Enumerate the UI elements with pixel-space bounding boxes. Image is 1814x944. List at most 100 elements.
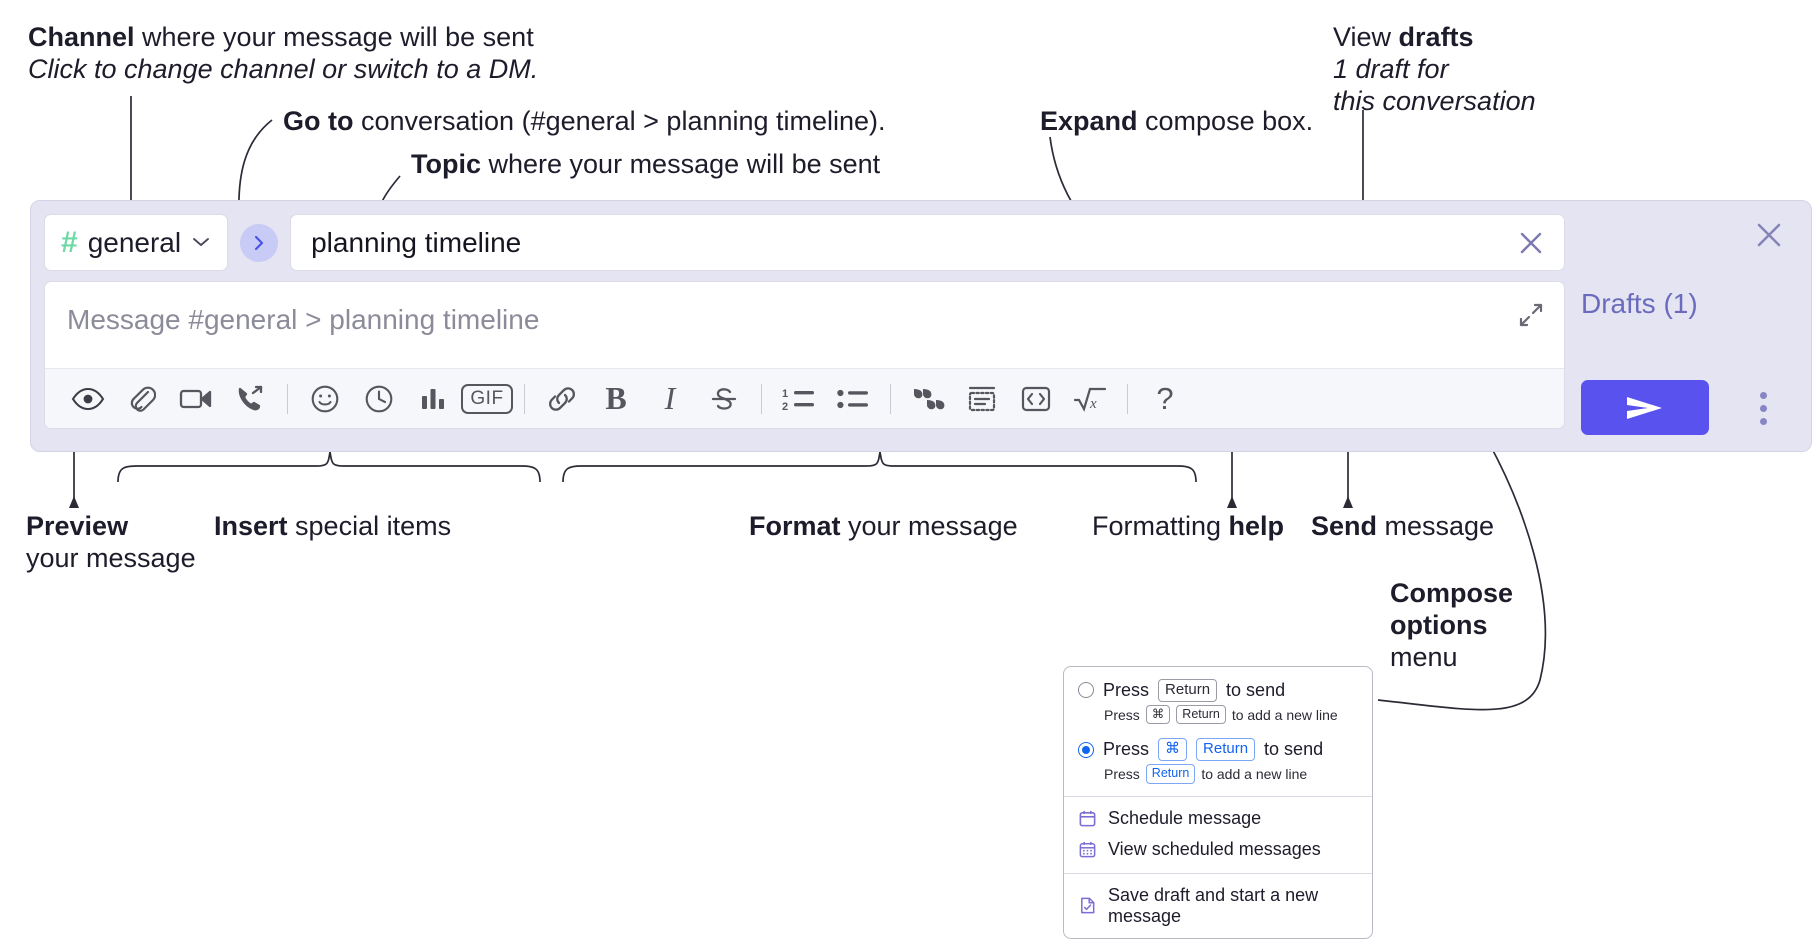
annotation-expand-bold: Expand [1040,106,1138,136]
divider [287,383,288,414]
compose-options-menu: Press Return to send Press ⌘ Return to a… [1063,666,1373,939]
annotation-drafts-italic-1: 1 draft for [1333,54,1449,84]
annotation-help: Formatting help [1092,511,1284,543]
save-draft-icon [1078,896,1097,915]
radio-button[interactable] [1078,682,1094,699]
link-icon[interactable] [535,377,589,421]
strikethrough-icon[interactable] [697,377,751,421]
drafts-link[interactable]: Drafts (1) [1581,288,1698,319]
annotation-help-bold: help [1228,511,1285,541]
bold-icon[interactable]: B [605,380,627,416]
send-button[interactable] [1581,380,1709,435]
compose-header-row: # general planning timeline [44,214,1565,271]
key-badge-return: Return [1176,704,1226,725]
poll-icon[interactable] [406,377,460,421]
annotation-goto: Go to conversation (#general > planning … [283,106,886,138]
divider [1064,872,1372,874]
channel-name-label: general [87,226,182,258]
annotation-send-rest: message [1377,511,1495,541]
chevron-down-icon [191,233,211,252]
attachment-icon[interactable] [115,377,169,421]
key-badge-cmd: ⌘ [1145,704,1171,725]
clock-icon[interactable] [352,377,406,421]
close-icon[interactable] [1749,215,1789,255]
dot [1759,391,1767,399]
bulleted-list-icon[interactable] [826,377,880,421]
paper-plane-icon [1627,396,1662,419]
sub-press-label: Press [1104,765,1140,782]
math-icon[interactable]: x [1063,377,1117,421]
menu-item-label: Save draft and start a new message [1108,884,1319,926]
divider [1127,383,1128,414]
go-to-conversation-button[interactable] [240,223,279,262]
code-icon[interactable] [1009,377,1063,421]
key-badge-cmd: ⌘ [1158,738,1188,762]
hash-icon: # [61,225,78,259]
option-action-label: to send [1264,739,1324,760]
preview-icon[interactable] [61,377,115,421]
annotation-insert-bold: Insert [214,511,288,541]
annotation-goto-bold: Go to [283,106,354,136]
expand-icon[interactable] [1514,298,1548,332]
annotation-help-plain: Formatting [1092,511,1229,541]
annotation-preview: Preview [26,511,128,543]
huddle-icon[interactable] [223,377,277,421]
calendar-grid-icon [1078,840,1097,859]
italic-icon[interactable]: I [664,380,676,416]
sub-action-label: to add a new line [1231,706,1338,723]
annotation-preview-line2: your message [26,543,196,575]
annotation-compose-options-bold-1: Compose [1390,578,1514,608]
compose-options-button[interactable] [1751,385,1775,431]
dot [1759,404,1767,412]
annotation-topic-bold: Topic [411,149,481,179]
send-option-return[interactable]: Press Return to send [1064,677,1372,704]
divider [524,383,525,414]
channel-selector[interactable]: # general [44,214,229,271]
annotation-drafts-sub2: this conversation [1333,86,1536,118]
divider [1064,795,1372,797]
sub-press-label: Press [1104,706,1140,723]
annotation-compose-options-bold-2: options [1390,610,1488,640]
menu-item-view-scheduled[interactable]: View scheduled messages [1064,834,1372,865]
gif-icon[interactable]: GIF [460,377,514,421]
send-option-cmd-return[interactable]: Press ⌘ Return to send [1064,736,1372,763]
annotation-goto-rest: conversation (#general > planning timeli… [353,106,886,136]
emoji-icon[interactable] [298,377,352,421]
video-icon[interactable] [169,377,223,421]
annotation-compose-options-rest: menu [1390,642,1458,672]
annotation-drafts-sub1: 1 draft for [1333,54,1449,86]
close-icon[interactable] [1516,228,1546,258]
annotation-drafts: View drafts [1333,22,1474,54]
annotation-expand-rest: compose box. [1137,106,1314,136]
dot [1759,417,1767,425]
annotation-channel-sub: Click to change channel or switch to a D… [28,54,538,86]
annotation-send-bold: Send [1311,511,1378,541]
code-block-icon[interactable] [955,377,1009,421]
svg-text:2: 2 [782,401,788,412]
radio-button[interactable] [1078,741,1094,758]
annotation-insert: Insert special items [214,511,451,543]
menu-item-save-draft[interactable]: Save draft and start a new message [1064,880,1372,932]
topic-value: planning timeline [311,226,522,258]
option-press-label: Press [1103,739,1150,760]
divider [890,383,891,414]
message-input-area[interactable]: Message #general > planning timeline [44,281,1565,429]
blockquote-icon[interactable] [901,377,955,421]
gif-label: GIF [461,383,513,414]
message-placeholder: Message #general > planning timeline [67,304,540,335]
topic-input[interactable]: planning timeline [290,214,1565,271]
annotation-channel-bold: Channel [28,22,135,52]
svg-text:x: x [1089,396,1097,412]
annotation-compose-options-2: options [1390,610,1487,642]
menu-item-schedule-message[interactable]: Schedule message [1064,803,1372,834]
annotation-format-bold: Format [749,511,841,541]
calendar-icon [1078,809,1097,828]
help-icon[interactable]: ? [1156,380,1174,416]
annotation-send: Send message [1311,511,1494,543]
divider [761,383,762,414]
annotation-format: Format your message [749,511,1018,543]
